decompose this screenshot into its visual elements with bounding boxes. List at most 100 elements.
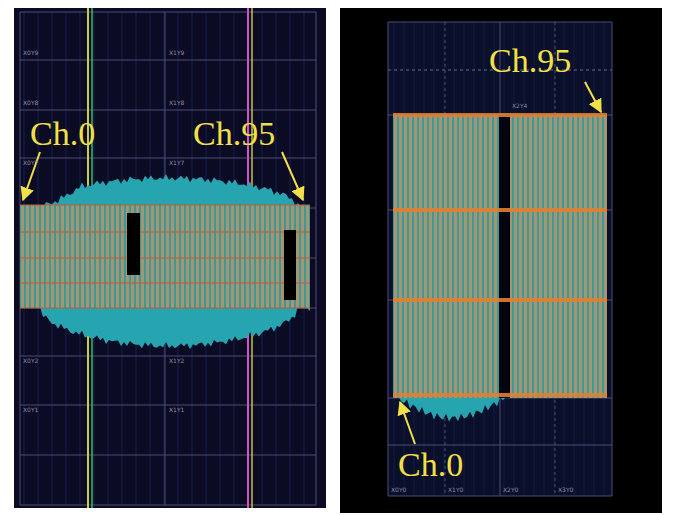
blockage: [499, 115, 510, 398]
placed-stripe: [216, 205, 219, 308]
placed-stripe: [66, 205, 69, 308]
clock-region-line: [20, 505, 316, 506]
placed-stripe: [96, 205, 99, 308]
clock-region-line: [20, 110, 316, 111]
placed-stripe: [296, 205, 299, 308]
placed-stripe: [61, 205, 64, 308]
placed-stripe: [281, 205, 284, 308]
placed-stripe: [161, 205, 164, 308]
placed-stripe: [564, 115, 567, 398]
placed-stripe: [424, 115, 427, 398]
placed-stripe: [394, 115, 397, 398]
placed-stripe: [404, 115, 407, 398]
placed-stripe: [579, 115, 582, 398]
placed-stripe: [71, 205, 74, 308]
placed-stripe: [156, 205, 159, 308]
placed-stripe: [409, 115, 412, 398]
placed-stripe: [26, 205, 29, 308]
placed-stripe: [276, 205, 279, 308]
placed-stripe: [539, 115, 542, 398]
region-label: X1Y9: [169, 50, 184, 56]
placed-stripe: [166, 205, 169, 308]
placed-stripe: [31, 205, 34, 308]
clock-region-line: [20, 60, 316, 61]
region-label: X0Y2: [23, 358, 38, 364]
channel-label: Ch.95: [489, 44, 571, 78]
routing-cloud: [398, 394, 505, 421]
leader-arrow: [585, 82, 601, 112]
placed-stripe: [76, 205, 79, 308]
region-label: X1Y7: [169, 160, 184, 166]
placed-stripe: [116, 205, 119, 308]
placed-stripe: [464, 115, 467, 398]
clock-region-line: [20, 356, 316, 357]
placed-stripe: [106, 205, 109, 308]
placed-stripe: [21, 205, 24, 308]
placed-stripe: [489, 115, 492, 398]
leader-arrow: [23, 152, 40, 200]
clock-region-line: [388, 22, 389, 496]
placed-stripe: [266, 205, 269, 308]
placed-stripe: [574, 115, 577, 398]
placed-stripe: [569, 115, 572, 398]
placed-stripe: [459, 115, 462, 398]
placed-row: [393, 113, 607, 117]
panel-background: [14, 8, 326, 508]
placed-stripe: [399, 115, 402, 398]
placed-stripe: [514, 115, 517, 398]
placed-stripe: [449, 115, 452, 398]
region-label: X2Y0: [503, 487, 518, 493]
placed-stripe: [81, 205, 84, 308]
clock-region-line: [316, 12, 317, 505]
placed-stripe: [121, 205, 124, 308]
device-area: [388, 22, 612, 496]
region-label: X1Y1: [169, 407, 184, 413]
placed-stripe: [599, 115, 602, 398]
placed-stripe: [196, 205, 199, 308]
placed-stripe: [434, 115, 437, 398]
leader-arrow: [400, 402, 415, 444]
region-label: X0Y8: [23, 100, 38, 106]
placed-stripe: [519, 115, 522, 398]
region-label: X1Y2: [169, 358, 184, 364]
channel-label: Ch.0: [398, 448, 463, 482]
placed-stripe: [589, 115, 592, 398]
placed-row: [393, 208, 607, 212]
placed-stripe: [41, 205, 44, 308]
placed-stripe: [584, 115, 587, 398]
placed-stripe: [604, 115, 607, 398]
placed-stripe: [56, 205, 59, 308]
leader-arrow: [282, 152, 303, 200]
region-label: X0Y0: [391, 487, 406, 493]
clock-region-line: [20, 455, 316, 456]
placed-stripe: [256, 205, 259, 308]
region-label: X1Y8: [169, 100, 184, 106]
placed-stripe: [419, 115, 422, 398]
blockage: [127, 213, 140, 275]
placed-stripe: [524, 115, 527, 398]
blockage: [284, 230, 296, 300]
placed-stripe: [151, 205, 154, 308]
placed-stripe: [439, 115, 442, 398]
placed-stripe: [111, 205, 114, 308]
placed-stripe: [91, 205, 94, 308]
placed-row: [393, 393, 607, 397]
placed-stripe: [171, 205, 174, 308]
placed-stripe: [221, 205, 224, 308]
panel-background: [340, 8, 662, 513]
placed-stripe: [534, 115, 537, 398]
region-label: X0Y9: [23, 50, 38, 56]
placed-row: [20, 308, 310, 309]
clock-region-line: [612, 22, 613, 496]
placed-stripe: [559, 115, 562, 398]
placed-stripe: [529, 115, 532, 398]
placed-stripe: [301, 205, 304, 308]
placed-stripe: [306, 205, 309, 308]
placed-stripe: [236, 205, 239, 308]
placed-stripe: [201, 205, 204, 308]
placed-stripe: [246, 205, 249, 308]
placed-row: [393, 298, 607, 302]
placed-stripe: [444, 115, 447, 398]
placed-stripe: [226, 205, 229, 308]
